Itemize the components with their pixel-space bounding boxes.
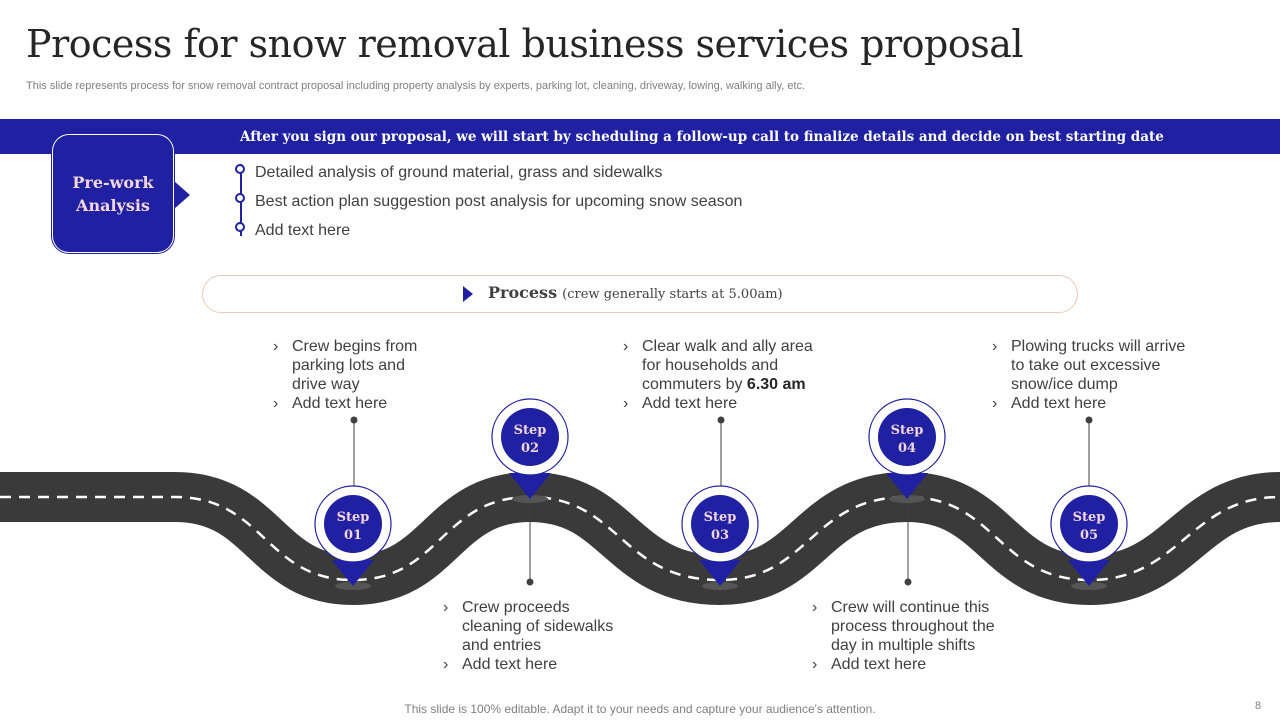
prework-label-line1: Pre-work — [72, 172, 154, 192]
step-03-connector-dot — [717, 416, 725, 424]
step-01-connector-dot — [350, 416, 358, 424]
chevron-right-icon: › — [273, 395, 279, 412]
process-label: Process — [488, 283, 558, 302]
step-03-time: 6.30 am — [746, 376, 806, 393]
chevron-right-icon: › — [623, 338, 629, 355]
slide-subtitle: This slide represents process for snow r… — [26, 80, 806, 92]
step-02-note: › Crew proceeds cleaning of sidewalks and… — [443, 598, 622, 674]
chevron-right-icon: › — [443, 656, 449, 673]
step-05-number: 05 — [1080, 528, 1098, 543]
prework-label-line2: Analysis — [76, 195, 150, 215]
bullet-dot-icon — [235, 193, 245, 203]
prework-bullet-3: Add text here — [255, 222, 351, 239]
step-03-note: › Clear walk and ally area for households… — [623, 337, 817, 413]
process-header-text: Process (crew generally starts at 5.00am… — [488, 283, 783, 302]
banner-text: After you sign our proposal, we will sta… — [240, 129, 1164, 145]
process-header-pill — [202, 275, 1078, 313]
step-03-text-main: Clear walk and ally area for households … — [642, 338, 813, 393]
chevron-right-icon: › — [992, 338, 998, 355]
step-05-note: › Plowing trucks will arrive to take out … — [992, 337, 1191, 413]
prework-label: Pre-work Analysis — [72, 171, 153, 217]
step-05-connector-dot — [1085, 416, 1093, 424]
step-02-number: 02 — [521, 441, 539, 456]
step-04-text: Crew will continue this process througho… — [831, 599, 995, 654]
step-03-pin: Step 03 — [681, 485, 759, 590]
step-01-word: Step — [337, 510, 370, 525]
step-01-pin: Step 01 — [314, 485, 392, 590]
step-03-number: 03 — [711, 528, 729, 543]
chevron-right-icon: › — [623, 395, 629, 412]
step-05-pin: Step 05 — [1050, 485, 1128, 590]
chevron-right-icon: › — [443, 599, 449, 616]
step-04-pin: Step 04 — [868, 398, 946, 503]
step-02-text: Crew proceeds cleaning of sidewalks and … — [462, 599, 614, 654]
step-04-word: Step — [891, 423, 924, 438]
footer-note: This slide is 100% editable. Adapt it to… — [404, 702, 876, 716]
bullet-dot-icon — [235, 222, 245, 232]
step-04-add-text: Add text here — [831, 656, 927, 673]
chevron-right-icon: › — [812, 599, 818, 616]
play-arrow-icon — [463, 286, 473, 302]
step-03-text: Clear walk and ally area for households … — [642, 337, 817, 394]
step-02-connector-dot — [526, 578, 534, 586]
step-01-number: 01 — [344, 528, 362, 543]
prework-bullet-2: Best action plan suggestion post analysi… — [255, 193, 743, 210]
step-05-add-text: Add text here — [1011, 395, 1107, 412]
process-note: (crew generally starts at 5.00am) — [562, 287, 783, 302]
prework-arrow-icon — [174, 181, 190, 209]
chevron-right-icon: › — [812, 656, 818, 673]
bullet-dot-icon — [235, 164, 245, 174]
banner-bar — [0, 119, 1280, 154]
step-03-add-text: Add text here — [642, 395, 738, 412]
chevron-right-icon: › — [273, 338, 279, 355]
step-02-word: Step — [514, 423, 547, 438]
prework-bullet-1: Detailed analysis of ground material, gr… — [255, 164, 663, 181]
page-number: 8 — [1255, 700, 1262, 712]
step-04-note: › Crew will continue this process through… — [812, 598, 1001, 674]
step-03-word: Step — [704, 510, 737, 525]
step-01-note: › Crew begins from parking lots and drive… — [273, 337, 427, 413]
slide-title: Process for snow removal business servic… — [26, 22, 1024, 66]
step-01-text: Crew begins from parking lots and drive … — [292, 338, 418, 393]
step-02-add-text: Add text here — [462, 656, 558, 673]
step-04-number: 04 — [898, 441, 916, 456]
prework-box: Pre-work Analysis — [53, 135, 173, 252]
step-01-add-text: Add text here — [292, 395, 388, 412]
chevron-right-icon: › — [992, 395, 998, 412]
step-05-word: Step — [1073, 510, 1106, 525]
step-04-connector-dot — [904, 578, 912, 586]
step-05-text: Plowing trucks will arrive to take out e… — [1011, 338, 1186, 393]
step-02-pin: Step 02 — [491, 398, 569, 503]
